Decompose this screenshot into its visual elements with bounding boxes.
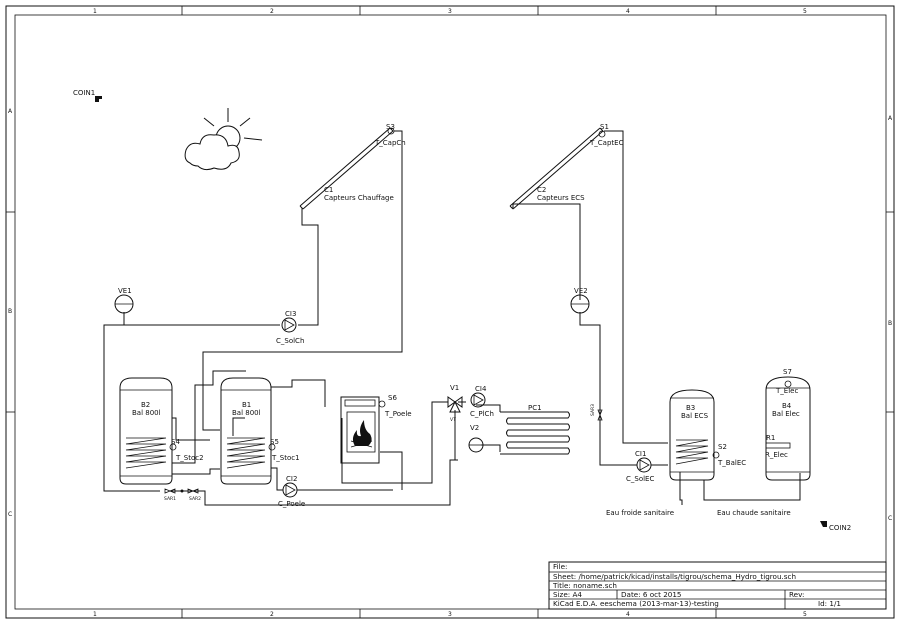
tb-file: File: [553, 562, 567, 571]
sensor-s4-label: T_Stoc2 [175, 454, 204, 462]
col-label-3-bottom: 3 [448, 611, 452, 618]
pump-ci3[interactable]: CI3 C_SolCh [276, 310, 304, 345]
sensor-s7-ref: S7 [783, 368, 792, 376]
pump-ci3-ref: CI3 [285, 310, 296, 318]
tank-b1-name: Bal 800l [232, 409, 261, 417]
col-label-2: 2 [270, 8, 274, 15]
pump-ci4-label: C_PlCh [470, 410, 494, 418]
floor-pc1-ref: PC1 [528, 404, 542, 412]
tank-b3-ref: B3 [686, 404, 695, 412]
tank-b1[interactable]: B1 Bal 800l S5 T_Stoc1 [220, 377, 300, 485]
tank-b2-ref: B2 [141, 401, 150, 409]
sensor-s1-ref: S1 [600, 123, 609, 131]
wood-stove[interactable]: S6 T_Poele [340, 394, 412, 464]
col-label-2-bottom: 2 [270, 611, 274, 618]
collector-c2-name: Capteurs ECS [537, 194, 585, 202]
sensor-s6-ref: S6 [388, 394, 397, 402]
resistor-r1-label: R_Elec [765, 451, 788, 459]
row-label-b: B [8, 308, 12, 315]
coin1-label: COIN1 [73, 89, 95, 97]
sensor-s1-label: T_CaptEC [589, 139, 624, 147]
collector-c2-ref: C2 [537, 186, 546, 194]
valve-vt-label: VT [450, 417, 456, 423]
col-label-4-bottom: 4 [626, 611, 630, 618]
heating-piping [103, 130, 501, 506]
sensor-s3-label: T_CapCh [374, 139, 406, 147]
sar3-label: SAR3 [590, 404, 596, 416]
sun-cloud-icon [184, 108, 263, 171]
sensor-s2-ref: S2 [718, 443, 727, 451]
sensor-s7-label: T_Elec [775, 387, 798, 395]
tank-b2-name: Bal 800l [132, 409, 161, 417]
tank-b3-name: Bal ECS [681, 412, 709, 420]
ve2-ref: VE2 [574, 287, 588, 295]
tb-rev: Rev: [789, 590, 804, 599]
row-label-a-right: A [888, 115, 893, 122]
col-label-1: 1 [93, 8, 97, 15]
col-label-3: 3 [448, 8, 452, 15]
sheet-border [5, 5, 895, 619]
sensor-s4-ref: S4 [171, 438, 180, 446]
pump-ci2-label: C_Poele [278, 500, 305, 508]
dhw-piping [512, 130, 801, 505]
coin2-marker: COIN2 [820, 521, 851, 532]
collector-c1[interactable]: C1 Capteurs Chauffage S3 T_CapCh [299, 123, 406, 210]
valve-v2[interactable]: V2 [468, 424, 484, 453]
tank-b4-ref: B4 [782, 402, 792, 410]
sensor-s5-ref: S5 [270, 438, 279, 446]
row-label-a: A [8, 108, 13, 115]
title-block: File: Sheet: /home/patrick/kicad/install… [548, 561, 887, 610]
tank-b2[interactable]: B2 Bal 800l S4 T_Stoc2 [119, 377, 204, 485]
tb-id: Id: 1/1 [818, 599, 841, 608]
row-label-c: C [8, 511, 12, 518]
collector-c2[interactable]: C2 Capteurs ECS S1 T_CaptEC [509, 123, 624, 210]
valve-v2-ref: V2 [470, 424, 479, 432]
tank-b1-ref: B1 [242, 401, 251, 409]
tb-sheet: Sheet: /home/patrick/kicad/installs/tigr… [553, 572, 796, 581]
hot-water-label: Eau chaude sanitaire [717, 509, 791, 517]
ve1-ref: VE1 [118, 287, 132, 295]
col-label-1-bottom: 1 [93, 611, 97, 618]
sar1-label: SAR1 [164, 496, 176, 502]
coin1-marker: COIN1 [73, 89, 102, 102]
valve-v1[interactable]: V1 VT [447, 384, 463, 423]
tb-kicad: KiCad E.D.A. eeschema (2013-mar-13)-test… [553, 599, 719, 608]
col-label-5: 5 [803, 8, 807, 15]
pump-ci4-ref: CI4 [475, 385, 487, 393]
tank-b3[interactable]: B3 Bal ECS S2 T_BalEC [669, 389, 746, 481]
pump-ci2-ref: CI2 [286, 475, 297, 483]
resistor-r1-ref: R1 [766, 434, 775, 442]
valve-v1-ref: V1 [450, 384, 459, 392]
sar-valves[interactable]: SAR1 SAR2 SAR3 [164, 404, 603, 502]
expansion-vessel-ve1[interactable]: VE1 [114, 287, 134, 314]
pump-ci2[interactable]: CI2 C_Poele [278, 475, 305, 508]
pump-ci1-ref: CI1 [635, 450, 646, 458]
tb-date: Date: 6 oct 2015 [621, 590, 682, 599]
coin2-label: COIN2 [829, 524, 851, 532]
col-label-5-bottom: 5 [803, 611, 807, 618]
col-label-4: 4 [626, 8, 630, 15]
cold-water-label: Eau froide sanitaire [606, 509, 674, 517]
sensor-s5-label: T_Stoc1 [271, 454, 300, 462]
tank-b4[interactable]: S7 T_Elec B4 Bal Elec R1 R_Elec [765, 368, 811, 481]
pump-ci1-label: C_SolEC [626, 475, 654, 483]
pump-ci3-label: C_SolCh [276, 337, 304, 345]
collector-c1-ref: C1 [324, 186, 333, 194]
sensor-s6-label: T_Poele [384, 410, 412, 418]
floor-heating-pc1[interactable]: PC1 [500, 404, 570, 455]
pump-ci4[interactable]: CI4 C_PlCh [470, 385, 494, 418]
tb-title: Title: noname.sch [552, 581, 617, 590]
row-label-c-right: C [888, 515, 892, 522]
sensor-s2-label: T_BalEC [717, 459, 746, 467]
sensor-s3-ref: S3 [386, 123, 395, 131]
expansion-vessel-ve2[interactable]: VE2 [570, 287, 590, 314]
collector-c1-name: Capteurs Chauffage [324, 194, 394, 202]
row-label-b-right: B [888, 320, 892, 327]
tank-b4-name: Bal Elec [772, 410, 800, 418]
tb-size: Size: A4 [553, 590, 582, 599]
flame-icon [352, 420, 372, 446]
pump-ci1[interactable]: CI1 C_SolEC [626, 450, 654, 483]
sar2-label: SAR2 [189, 496, 201, 502]
